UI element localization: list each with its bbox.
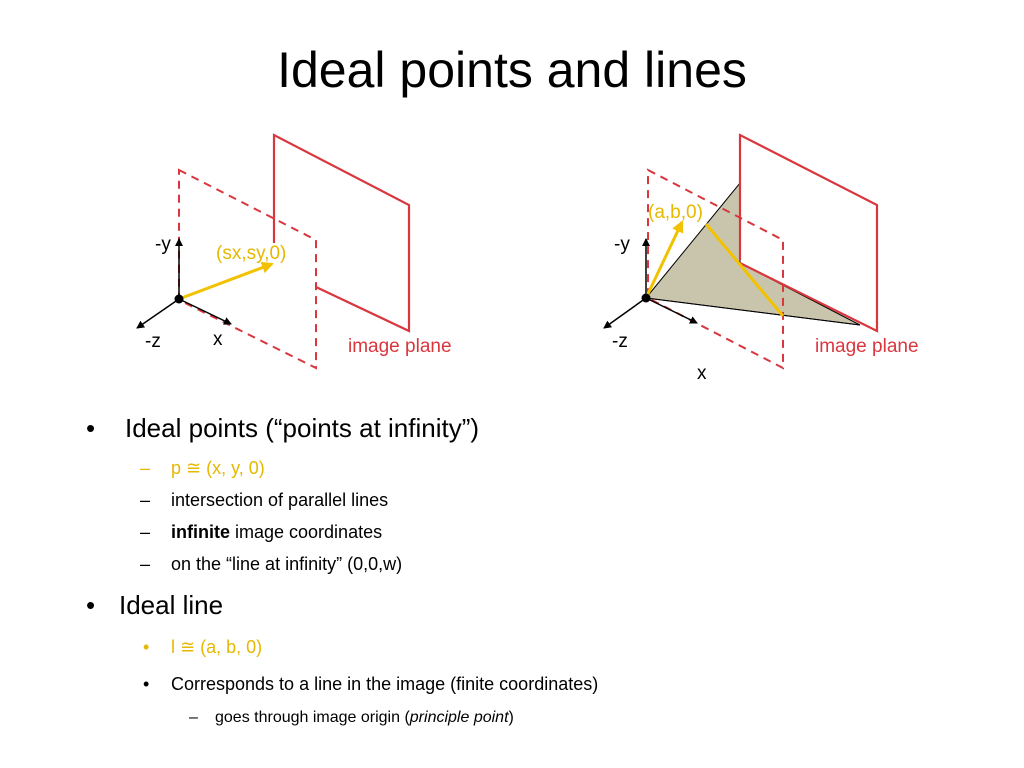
right-camera-center (641, 293, 651, 303)
subsub-bullet-image-origin: goes through image origin (principle poi… (215, 708, 514, 728)
origin-italic: principle point (409, 709, 509, 726)
origin-text-before: goes through image origin ( (215, 709, 410, 726)
right-ideal-line (704, 223, 785, 317)
infinite-coords-text: image coordinates (230, 522, 383, 542)
right-normal-vector (644, 220, 684, 299)
left-image-plane (272, 133, 411, 333)
left-axis-z (136, 298, 180, 329)
sub-bullet-marker: – (140, 490, 151, 510)
right-label-y: -y (614, 234, 630, 255)
right-triangle-edge (645, 297, 861, 326)
sub-bullet-marker: • (143, 637, 150, 657)
right-label-z: -z (612, 331, 628, 352)
bullet-marker: • (86, 590, 96, 620)
slide-title: Ideal points and lines (277, 42, 747, 98)
left-label-y: -y (155, 234, 171, 255)
sub-bullet-parallel-lines: intersection of parallel lines (171, 490, 389, 510)
left-plane-label: image plane (348, 336, 452, 357)
sub-bullet-marker: – (140, 522, 151, 542)
sub-bullet-corresponds: Corresponds to a line in the image (fini… (171, 674, 599, 694)
left-axis-x (178, 298, 232, 325)
left-point-label: (sx,sy,0) (216, 243, 286, 264)
left-label-x: x (213, 329, 223, 350)
origin-text-after: ) (508, 709, 514, 726)
right-plane-label: image plane (815, 336, 919, 357)
right-figure: -y -z x (a,b,0) image plane (603, 133, 919, 384)
sub-bullet-line-at-infinity: on the “line at infinity” (0,0,w) (171, 554, 403, 574)
right-axis-z (603, 297, 647, 329)
sub-bullet-marker: – (140, 458, 151, 478)
sub-bullet-line-coords: l ≅ (a, b, 0) (171, 637, 263, 657)
right-image-plane (738, 133, 879, 333)
bullet-ideal-line: Ideal line (119, 590, 224, 620)
left-ray-vector (178, 261, 274, 301)
right-point-label: (a,b,0) (648, 202, 703, 223)
sub-bullet-point-coords: p ≅ (x, y, 0) (171, 458, 265, 478)
bold-infinite: infinite (171, 522, 230, 542)
bullet-ideal-points: Ideal points (“points at infinity”) (125, 413, 480, 443)
left-label-z: -z (145, 331, 161, 352)
sub-bullet-marker: • (143, 674, 150, 694)
right-label-x: x (697, 363, 707, 384)
right-dashed-plane (647, 168, 784, 370)
right-axis-x (645, 297, 698, 324)
sub-bullet-marker: – (140, 554, 151, 574)
left-figure: -y -z x (sx,sy,0) image plane (136, 133, 452, 370)
sub-bullet-infinite-coords: infinite image coordinates (171, 521, 382, 543)
bullet-marker: • (86, 413, 96, 443)
subsub-bullet-marker: – (189, 709, 198, 726)
left-camera-center (174, 294, 184, 304)
